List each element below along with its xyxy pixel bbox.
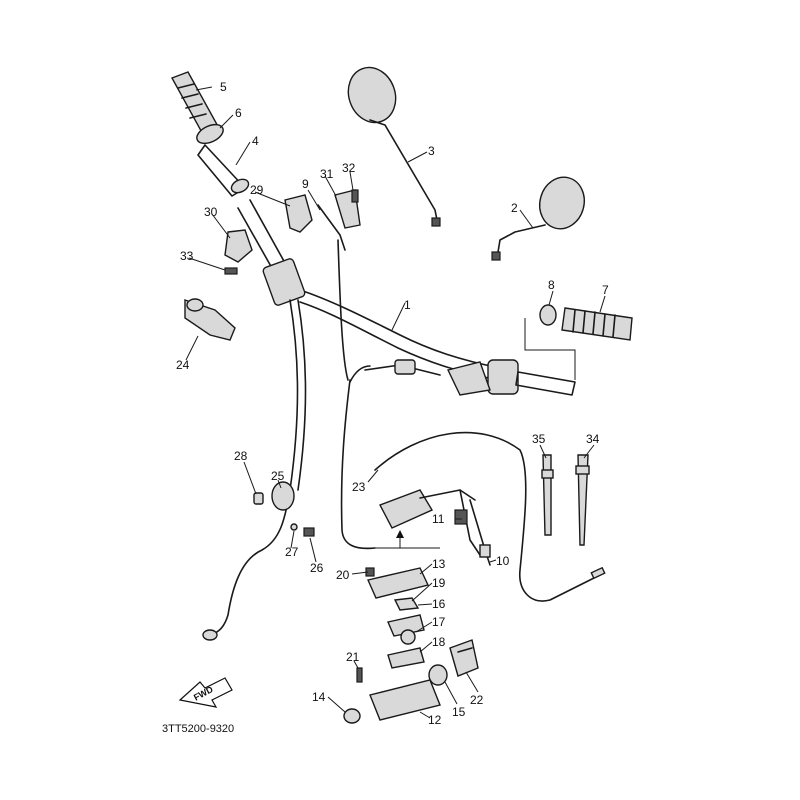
callout-20: 20	[336, 568, 350, 582]
callout-1: 1	[404, 298, 411, 312]
callout-26: 26	[310, 561, 324, 575]
exploded-parts	[343, 567, 479, 724]
callout-14: 14	[312, 690, 326, 704]
callout-19: 19	[432, 576, 446, 590]
callout-25: 25	[271, 469, 285, 483]
left-grip	[170, 71, 250, 197]
callout-34: 34	[586, 432, 600, 446]
cable-left	[202, 299, 315, 641]
cable-ties	[541, 454, 590, 546]
drawing-code: 3TT5200-9320	[162, 723, 234, 735]
right-grip	[515, 304, 633, 396]
callout-24: 24	[176, 358, 190, 372]
handlebar	[237, 199, 519, 395]
callout-11: 11	[432, 512, 445, 526]
callout-12: 12	[428, 713, 442, 727]
leader-lines	[185, 86, 606, 719]
mirror-3	[347, 66, 441, 227]
lever-bracket	[284, 189, 361, 251]
exploded-indicator	[360, 530, 440, 549]
switch-box	[379, 489, 491, 566]
callout-8: 8	[548, 278, 555, 292]
lever-24	[184, 298, 236, 341]
mirror-2	[491, 176, 585, 261]
callout-23: 23	[352, 480, 366, 494]
callout-27: 27	[285, 545, 299, 559]
callout-2: 2	[511, 201, 518, 215]
callout-10: 10	[496, 554, 510, 568]
callout-7: 7	[602, 283, 609, 297]
callout-31: 31	[320, 167, 334, 181]
callout-35: 35	[532, 432, 546, 446]
callout-15: 15	[452, 705, 466, 719]
callout-18: 18	[432, 635, 446, 649]
left-switch	[224, 229, 253, 275]
callout-6: 6	[235, 106, 242, 120]
callout-30: 30	[204, 205, 218, 219]
callout-32: 32	[342, 161, 356, 175]
callout-13: 13	[432, 557, 446, 571]
callout-3: 3	[428, 144, 435, 158]
callout-21: 21	[346, 650, 360, 664]
callout-9: 9	[302, 177, 309, 191]
callout-29: 29	[250, 183, 264, 197]
callouts: 5 6 4 3 32 31 9 29 2 30 33 8 7 1 24 35 3…	[176, 80, 609, 727]
callout-22: 22	[470, 693, 484, 707]
throttle-assembly	[337, 239, 491, 550]
cable-23	[374, 431, 606, 602]
callout-28: 28	[234, 449, 248, 463]
callout-17: 17	[432, 615, 446, 629]
callout-4: 4	[252, 134, 259, 148]
fwd-arrow: FWD	[178, 677, 233, 708]
callout-16: 16	[432, 597, 446, 611]
callout-5: 5	[220, 80, 227, 94]
callout-33: 33	[180, 249, 194, 263]
